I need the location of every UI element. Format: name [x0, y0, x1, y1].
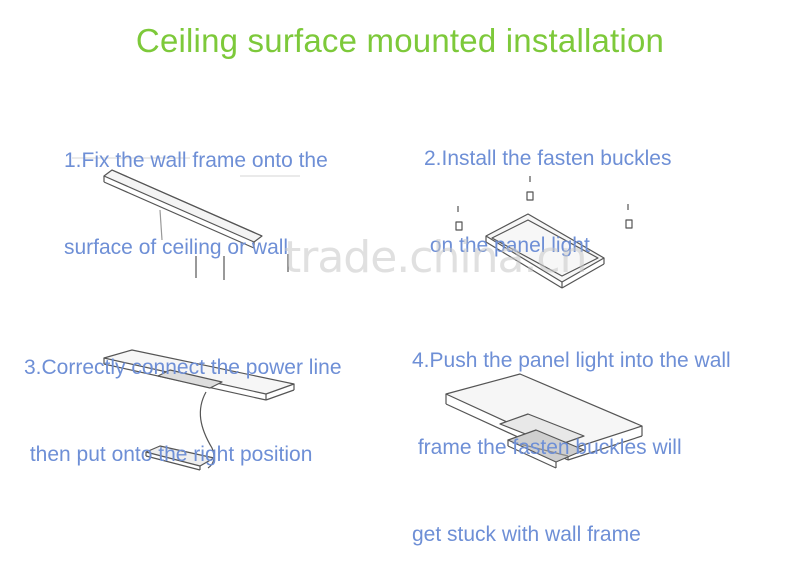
step1-diagram	[72, 157, 300, 280]
step-4-line-1: 4.Push the panel light into the wall	[412, 349, 731, 372]
step-4-line-3: get stuck with wall frame	[412, 523, 641, 546]
step-1-text: 1.Fix the wall frame onto the surface of…	[64, 88, 328, 291]
step-1-line-2: surface of ceiling or wall	[64, 236, 289, 259]
step-2-line-1: 2.Install the fasten buckles	[424, 147, 672, 170]
step-4-text: 4.Push the panel light into the wall fra…	[412, 288, 731, 578]
installation-diagrams	[72, 157, 643, 471]
step-3-text: 3.Correctly connect the power line then …	[24, 295, 342, 498]
step2-diagram	[455, 176, 633, 289]
page-title: Ceiling surface mounted installation	[135, 22, 665, 59]
step4-diagram	[445, 373, 643, 469]
step-2-line-2: on the panel light	[424, 234, 590, 257]
step-2-text: 2.Install the fasten buckles on the pane…	[424, 86, 671, 289]
step-3-line-2: then put onto the right position	[24, 443, 313, 466]
watermark: trade.china.cn	[284, 232, 588, 283]
step-3-line-1: 3.Correctly connect the power line	[24, 356, 342, 379]
step3-diagram	[103, 349, 295, 471]
step-4-line-2: frame the fasten buckles will	[412, 436, 682, 459]
step-1-line-1: 1.Fix the wall frame onto the	[64, 149, 328, 172]
